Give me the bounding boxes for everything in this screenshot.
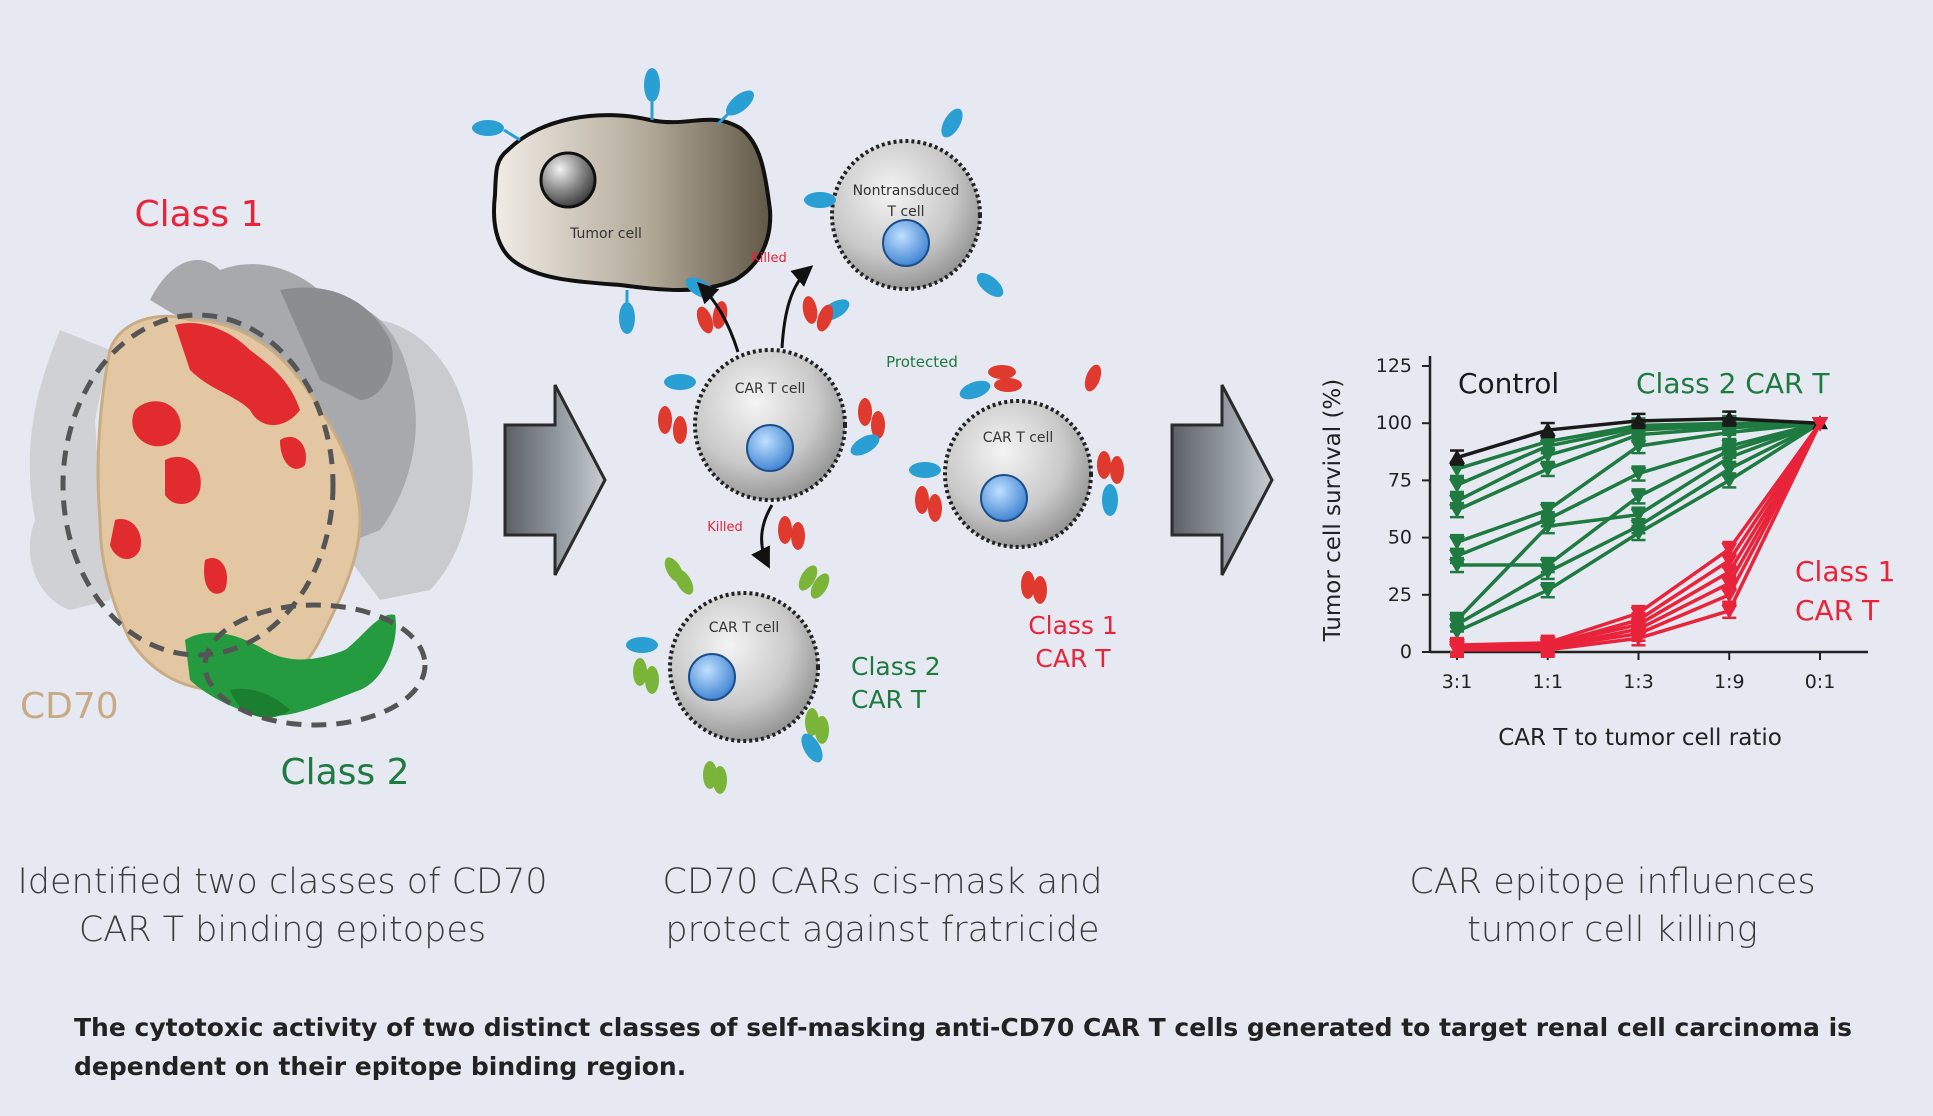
x-tick-label: 1:9 [1714, 671, 1745, 693]
data-point-class2 [1449, 478, 1465, 493]
y-tick-label: 100 [1376, 412, 1412, 434]
x-tick-label: 3:1 [1442, 671, 1473, 693]
data-point-class2 [1721, 474, 1738, 489]
class1-annotation-line2: CAR T [1795, 594, 1880, 627]
nontransduced-t-cell: Nontransduced T cell [804, 108, 1004, 321]
x-axis-label: CAR T to tumor cell ratio [1498, 725, 1782, 751]
car-t-cell-label: CAR T cell [709, 620, 780, 636]
car-t-cell-label: CAR T cell [735, 381, 806, 397]
data-point-class1 [1630, 632, 1647, 647]
flow-arrow-2 [1170, 384, 1274, 576]
data-point-class2 [1721, 462, 1738, 477]
data-point-class1 [1721, 565, 1738, 580]
class1-epitope-label: Class 1 [134, 194, 263, 235]
panel1-title: Identified two classes of CD70 CAR T bin… [17, 862, 548, 950]
data-point-class1 [1449, 643, 1465, 658]
y-tick-label: 0 [1400, 641, 1412, 663]
data-point-class2 [1630, 490, 1647, 505]
x-tick-label: 1:1 [1532, 671, 1563, 693]
nontransduced-label-line1: Nontransduced [853, 183, 960, 199]
data-point-class1 [1721, 543, 1738, 558]
data-point-class2 [1539, 584, 1556, 599]
car-t-cell-class2: CAR T cell [626, 557, 830, 794]
data-point-class2 [1539, 565, 1556, 580]
car-t-cell-class1-protected: CAR T cell [909, 364, 1124, 604]
data-point-class2 [1449, 462, 1465, 477]
data-point-class2 [1449, 504, 1465, 519]
killed-label-top: Killed [751, 251, 787, 266]
flow-arrow-1 [503, 384, 607, 576]
car-t-cell-label: CAR T cell [983, 430, 1054, 446]
data-point-class2 [1630, 467, 1647, 482]
data-point-class2 [1539, 462, 1556, 477]
x-tick-label: 0:1 [1805, 671, 1836, 693]
class2-epitope-label: Class 2 [280, 752, 409, 793]
data-point-class1 [1721, 577, 1738, 592]
class1-cart-label-line1: Class 1 [1028, 611, 1118, 640]
class2-cart-label-line2: CAR T [851, 685, 927, 714]
data-point-class2 [1630, 428, 1647, 443]
data-point-control [1630, 412, 1647, 427]
panel2-title: CD70 CARs cis-mask and protect against f… [662, 862, 1103, 950]
tumor-cell: Tumor cell [492, 113, 773, 292]
y-tick-label: 75 [1388, 469, 1412, 491]
data-point-class1 [1721, 588, 1738, 603]
class1-annotation-line1: Class 1 [1795, 555, 1895, 588]
figure-caption: The cytotoxic activity of two distinct c… [74, 1013, 1853, 1081]
data-point-class2 [1721, 426, 1738, 441]
data-point-control [1449, 449, 1465, 464]
data-point-class1 [1721, 554, 1738, 569]
data-point-class2 [1449, 536, 1465, 551]
control-annotation: Control [1458, 367, 1559, 400]
class1-cart-label-line2: CAR T [1035, 644, 1111, 673]
y-tick-label: 25 [1388, 584, 1412, 606]
data-point-control [1721, 410, 1738, 425]
data-point-class2 [1539, 449, 1556, 464]
y-tick-label: 125 [1376, 355, 1412, 377]
killed-label-bottom: Killed [707, 520, 743, 535]
data-point-class2 [1449, 625, 1465, 640]
panel3-title: CAR epitope influences tumor cell killin… [1409, 862, 1816, 950]
data-point-class1 [1812, 417, 1828, 432]
cd70-label: CD70 [20, 686, 119, 727]
data-point-class2 [1630, 527, 1647, 542]
nontransduced-label-line2: T cell [886, 204, 924, 220]
y-tick-label: 50 [1388, 527, 1412, 549]
data-point-class1 [1721, 604, 1738, 619]
data-point-control [1539, 422, 1556, 437]
tumor-cell-label: Tumor cell [569, 226, 642, 242]
data-point-class2 [1721, 451, 1738, 466]
data-point-class2 [1449, 559, 1465, 574]
x-tick-label: 1:3 [1623, 671, 1654, 693]
data-point-class2 [1539, 520, 1556, 535]
data-point-class2 [1630, 440, 1647, 455]
data-point-class2 [1630, 508, 1647, 523]
data-point-class1 [1539, 643, 1556, 658]
y-axis-label: Tumor cell survival (%) [1320, 379, 1346, 643]
class2-cart-label-line1: Class 2 [851, 652, 941, 681]
cd70-protein-structure [29, 260, 473, 728]
protected-label: Protected [886, 353, 958, 371]
car-t-cell-class1-center: CAR T cell [658, 296, 885, 550]
class2-annotation: Class 2 CAR T [1636, 367, 1830, 400]
